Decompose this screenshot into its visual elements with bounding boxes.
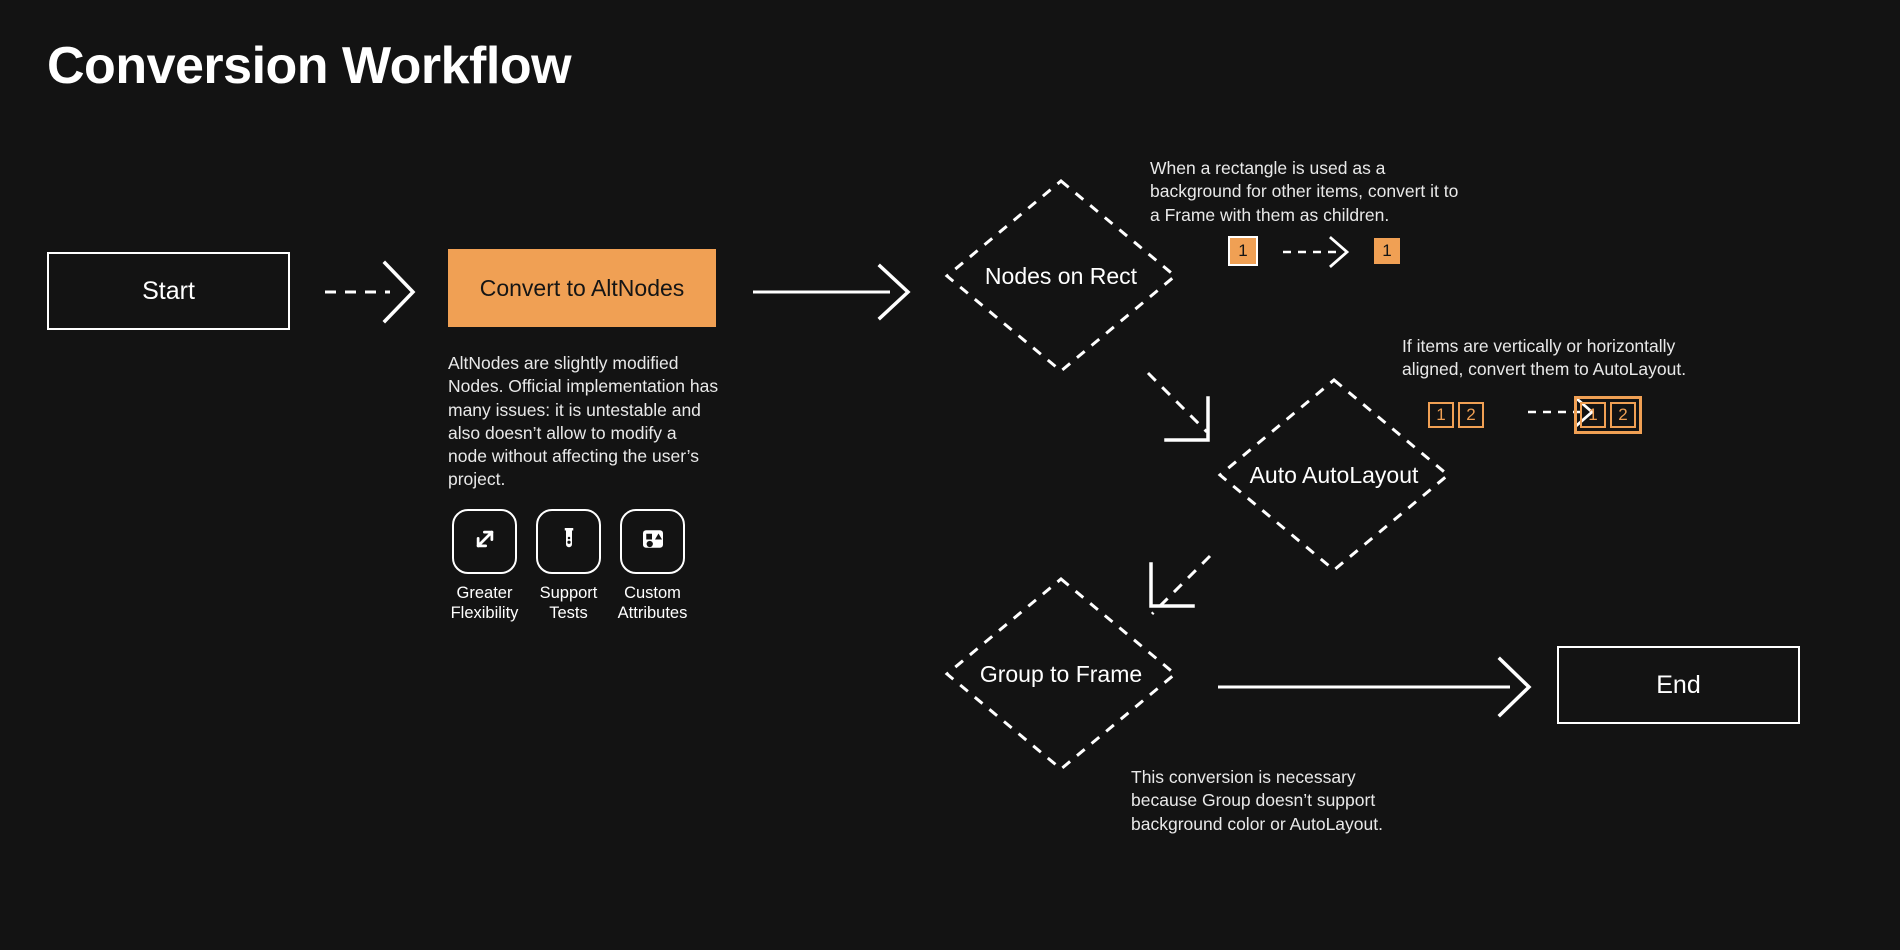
feature-tile	[452, 509, 517, 574]
feature-tile	[536, 509, 601, 574]
node-nodes-on-rect-label: Nodes on Rect	[984, 262, 1138, 289]
feature-greater-flexibility[interactable]: Greater Flexibility	[450, 509, 519, 623]
badge-illustration-nodes-on-rect: 1 1	[1228, 236, 1400, 266]
feature-custom-attributes[interactable]: Custom Attributes	[617, 509, 688, 623]
expand-arrows-icon	[470, 524, 500, 559]
connector-nodesonrect-to-autolayout	[1146, 371, 1210, 442]
badge-before: 1	[1228, 236, 1258, 266]
badge-group-before: 1 2	[1428, 402, 1484, 428]
node-end-label: End	[1656, 670, 1701, 699]
feature-label: Custom Attributes	[617, 584, 688, 623]
note-nodes-on-rect: When a rectangle is used as a background…	[1150, 158, 1459, 225]
badge-illustration-auto-autolayout: 1 2 1 2	[1428, 396, 1642, 434]
node-auto-autolayout-label: Auto AutoLayout	[1249, 461, 1419, 488]
badge-before-2: 2	[1458, 402, 1484, 428]
node-convert-to-altnodes[interactable]: Convert to AltNodes	[448, 249, 716, 327]
badge-after-2: 2	[1610, 402, 1636, 428]
page-title: Conversion Workflow	[47, 37, 572, 95]
connector-grouptoframe-to-end	[1218, 656, 1532, 718]
node-group-to-frame-label: Group to Frame	[979, 660, 1143, 687]
node-end[interactable]: End	[1557, 646, 1800, 724]
feature-tile	[620, 509, 685, 574]
node-auto-autolayout[interactable]: Auto AutoLayout	[1217, 377, 1451, 573]
feature-support-tests[interactable]: Support Tests	[536, 509, 601, 623]
node-start-label: Start	[142, 276, 195, 305]
note-auto-autolayout: If items are vertically or horizontally …	[1402, 336, 1687, 380]
note-group-to-frame: This conversion is necessary because Gro…	[1131, 767, 1383, 834]
shapes-icon	[638, 524, 668, 559]
test-tube-icon	[554, 524, 584, 559]
badge-before-1: 1	[1428, 402, 1454, 428]
feature-label: Greater Flexibility	[450, 584, 519, 623]
badge-after-1: 1	[1580, 402, 1606, 428]
node-nodes-on-rect[interactable]: Nodes on Rect	[944, 178, 1178, 374]
note-convert: AltNodes are slightly modified Nodes. Of…	[448, 353, 719, 490]
feature-label: Support Tests	[539, 584, 598, 623]
connector-start-to-convert	[325, 260, 416, 324]
badge-after: 1	[1374, 238, 1400, 264]
node-convert-label: Convert to AltNodes	[479, 274, 685, 301]
connector-convert-to-nodesonrect	[753, 263, 911, 321]
badge-group-after: 1 2	[1574, 396, 1642, 434]
feature-list: Greater Flexibility Support Tests	[450, 509, 688, 623]
node-group-to-frame[interactable]: Group to Frame	[944, 576, 1178, 772]
node-start[interactable]: Start	[47, 252, 290, 330]
